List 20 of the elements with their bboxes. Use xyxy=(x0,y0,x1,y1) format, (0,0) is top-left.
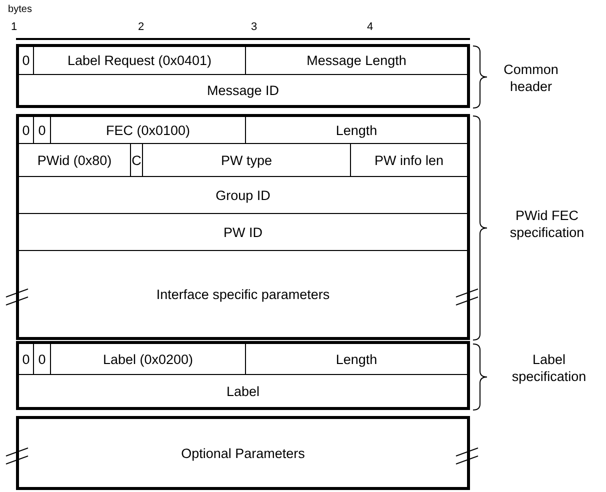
packet-field: Length xyxy=(245,116,468,144)
byte-number: 3 xyxy=(250,21,258,35)
byte-number: 1 xyxy=(10,21,18,35)
bracket-label: Label specification xyxy=(510,352,588,386)
packet-field: 0 xyxy=(18,116,34,144)
byte-number: 2 xyxy=(136,21,146,35)
packet-field: Optional Parameters xyxy=(18,418,468,488)
packet-field: Interface specific parameters xyxy=(18,250,468,338)
packet-field: PW ID xyxy=(18,213,468,251)
axis-title: bytes xyxy=(7,4,33,16)
bracket-label: PWid FEC specification xyxy=(508,208,586,242)
packet-field: Message Length xyxy=(245,46,468,75)
packet-field: 0 xyxy=(18,343,34,375)
packet-field: Label xyxy=(18,374,468,408)
packet-field: Group ID xyxy=(18,176,468,214)
byte-number: 4 xyxy=(366,21,374,35)
packet-field: Length xyxy=(245,343,468,375)
bracket-label: Common header xyxy=(502,62,560,96)
packet-field: Message ID xyxy=(18,74,468,106)
packet-field: 0 xyxy=(18,46,34,75)
